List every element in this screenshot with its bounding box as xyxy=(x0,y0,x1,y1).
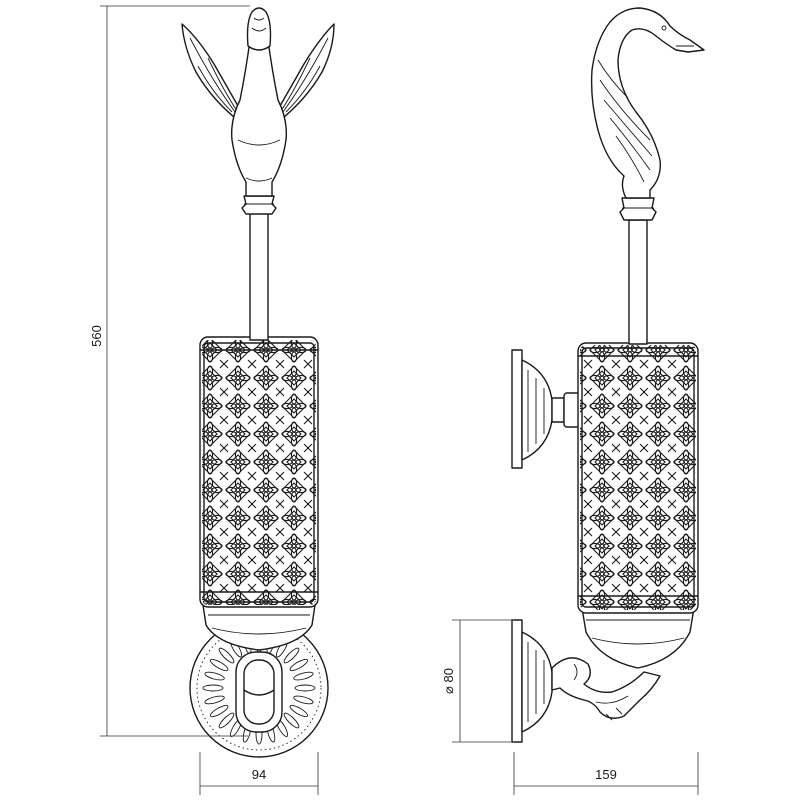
front-width-dimension: 94 xyxy=(199,752,319,795)
plate-petal xyxy=(218,647,235,664)
plate-petal xyxy=(289,658,309,672)
wall-diameter-dimension: ⌀ 80 xyxy=(441,619,514,743)
front-wall-plate xyxy=(189,618,329,758)
front-canister xyxy=(199,336,319,608)
plate-petal xyxy=(283,712,300,729)
side-upper-wall-mount xyxy=(511,349,581,469)
plate-petal xyxy=(293,695,314,705)
side-width-dimension: 159 xyxy=(513,752,699,795)
plate-petal xyxy=(283,647,300,664)
plate-petal xyxy=(293,671,314,681)
side-canister xyxy=(577,342,699,614)
plate-petal xyxy=(209,704,229,718)
plate-petal xyxy=(204,671,225,681)
height-dimension: 560 xyxy=(89,5,250,737)
front-view: 560 94 xyxy=(89,5,335,795)
front-bottom-cup xyxy=(202,604,316,651)
side-view: 159 ⌀ 80 xyxy=(441,7,705,795)
side-handle-stick xyxy=(619,197,657,345)
front-swan-finial xyxy=(181,7,335,197)
plate-petal xyxy=(204,695,225,705)
side-lower-wall-mount xyxy=(511,619,661,743)
side-width-label: 159 xyxy=(595,767,617,782)
plate-petal xyxy=(289,704,309,718)
wall-diameter-label: ⌀ 80 xyxy=(441,668,456,694)
height-dimension-label: 560 xyxy=(89,325,104,347)
plate-petal xyxy=(218,712,235,729)
side-bottom-cup xyxy=(581,607,695,669)
side-swan-finial xyxy=(590,7,705,199)
front-width-label: 94 xyxy=(252,767,266,782)
plate-petal xyxy=(209,658,229,672)
plate-petal xyxy=(294,684,316,692)
plate-petal xyxy=(202,684,224,692)
front-handle-stick xyxy=(241,195,277,341)
